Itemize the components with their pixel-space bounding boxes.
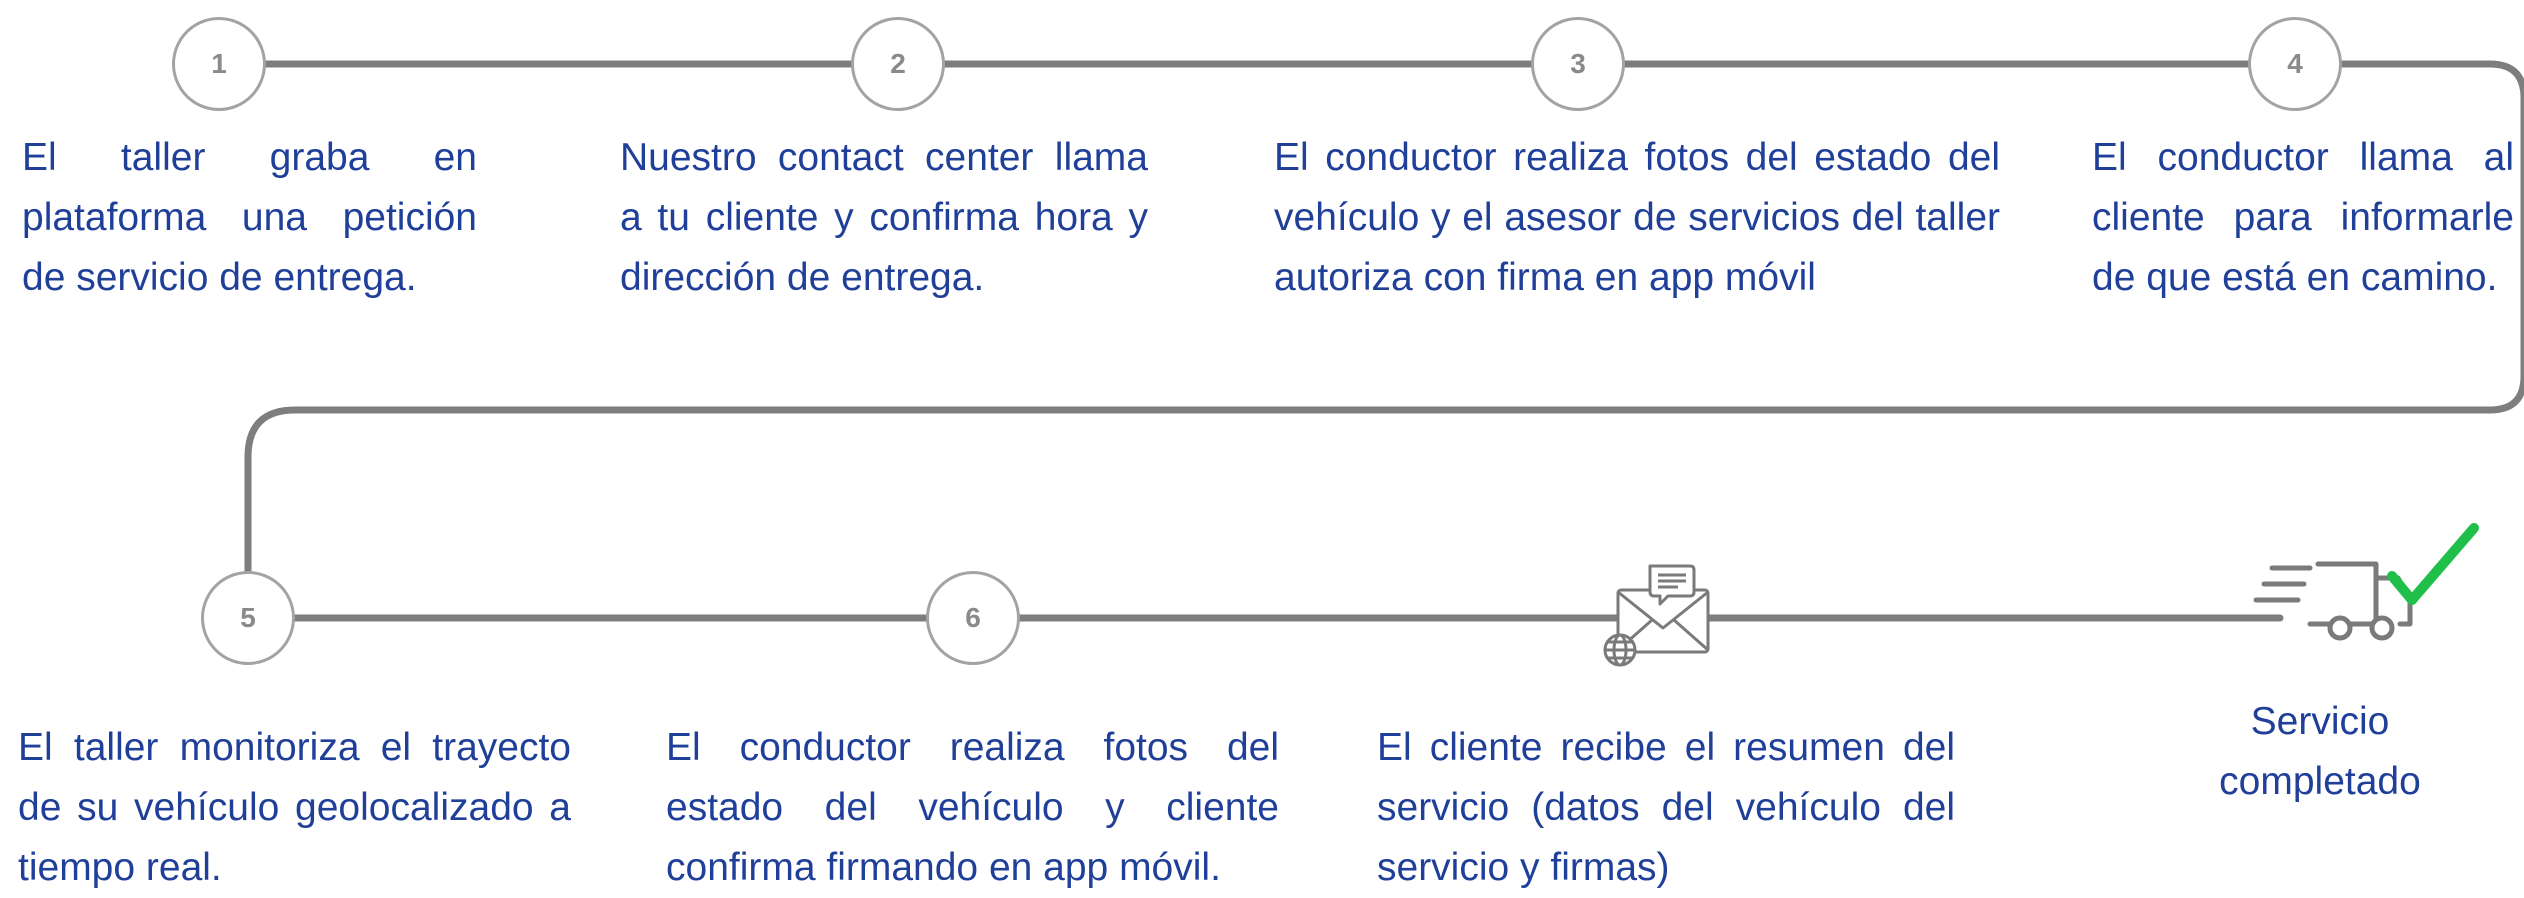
step-6-description: El conductor realiza fotos del estado de… xyxy=(666,726,1279,889)
step-6-number: 6 xyxy=(965,602,981,633)
step-1-node: 1 xyxy=(172,17,266,111)
step-1-number: 1 xyxy=(211,48,227,79)
final-step-description: Servicio completado xyxy=(2219,700,2421,803)
step-1-description: El taller graba en plataforma una petici… xyxy=(22,136,477,299)
email-step-description: El cliente recibe el resumen del servici… xyxy=(1377,726,1955,889)
step-5-node: 5 xyxy=(201,571,295,665)
delivery-truck-check-icon xyxy=(2253,523,2479,641)
step-3-node: 3 xyxy=(1531,17,1625,111)
step-2-node: 2 xyxy=(851,17,945,111)
step-4-node: 4 xyxy=(2248,17,2342,111)
step-3-description: El conductor realiza fotos del estado de… xyxy=(1274,136,2000,299)
step-5-number: 5 xyxy=(240,602,256,633)
step-3-number: 3 xyxy=(1570,48,1586,79)
step-5-description: El taller monitoriza el trayecto de su v… xyxy=(18,726,571,889)
step-2-number: 2 xyxy=(890,48,906,79)
step-2-description: Nuestro contact center llama a tu client… xyxy=(620,136,1148,299)
step-4-number: 4 xyxy=(2287,48,2303,79)
wrap-curve-line xyxy=(244,60,2524,622)
step-4-description: El conductor llama al cliente para infor… xyxy=(2092,136,2514,299)
email-globe-icon xyxy=(1603,564,1710,667)
step-6-node: 6 xyxy=(926,571,1020,665)
